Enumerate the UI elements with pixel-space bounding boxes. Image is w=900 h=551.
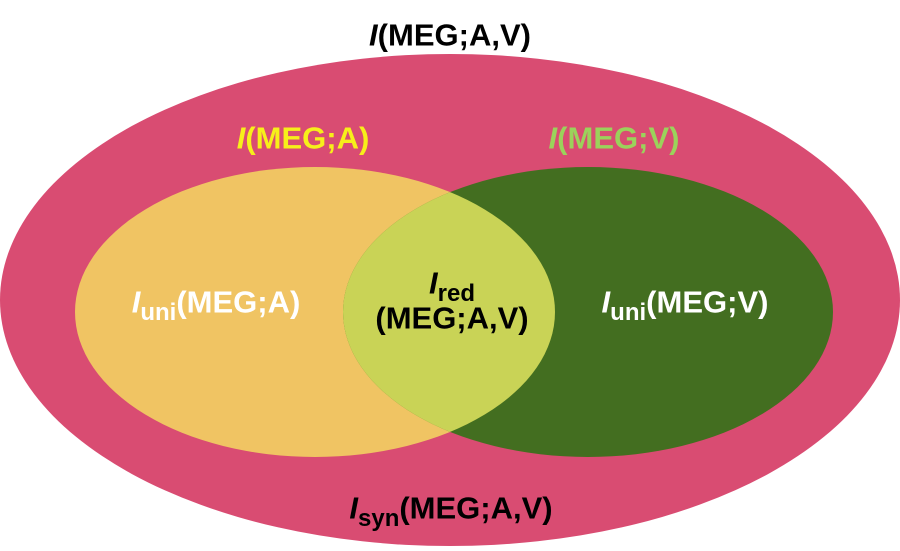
redundant-label: Ired (MEG;A,V) xyxy=(375,265,529,335)
synergy-symbol: I xyxy=(349,490,358,526)
unique-audio-symbol: I xyxy=(131,284,141,320)
unique-audio-subscript: uni xyxy=(140,299,177,327)
visual-label-symbol: I xyxy=(548,120,558,156)
overlap-region xyxy=(343,167,555,457)
unique-visual-args: (MEG;V) xyxy=(646,284,769,320)
unique-audio-label: Iuni(MEG;A) xyxy=(131,284,301,325)
unique-visual-symbol: I xyxy=(601,284,611,320)
visual-label-args: (MEG;V) xyxy=(557,120,680,156)
synergy-label: Isyn(MEG;A,V) xyxy=(349,490,553,531)
unique-visual-label: Iuni(MEG;V) xyxy=(601,284,769,325)
synergy-subscript: syn xyxy=(358,505,400,533)
redundant-args: (MEG;A,V) xyxy=(375,300,529,335)
unique-visual-subscript: uni xyxy=(610,299,647,327)
audio-label-args: (MEG;A) xyxy=(245,120,370,156)
unique-audio-args: (MEG;A) xyxy=(176,284,301,320)
audio-label-symbol: I xyxy=(236,120,246,156)
visual-information-label: I(MEG;V) xyxy=(549,123,680,154)
total-label-args: (MEG;A,V) xyxy=(377,17,531,53)
redundant-symbol-line: Ired xyxy=(375,265,528,305)
total-label-symbol: I xyxy=(369,17,378,53)
redundant-symbol: I xyxy=(429,265,438,301)
audio-information-label: I(MEG;A) xyxy=(237,123,370,154)
redundant-subscript: red xyxy=(437,279,475,307)
total-information-label: I(MEG;A,V) xyxy=(369,20,531,51)
synergy-args: (MEG;A,V) xyxy=(399,490,553,526)
